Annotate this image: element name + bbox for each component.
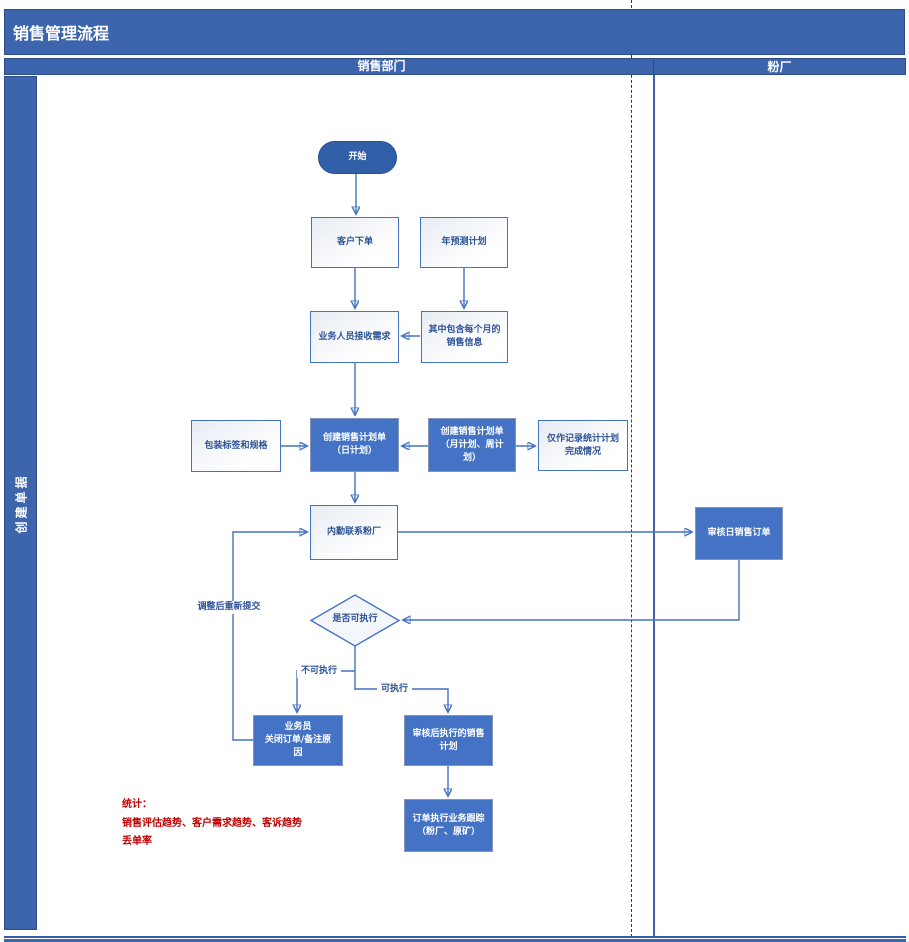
lane-header-factory: 粉厂 xyxy=(653,58,906,75)
node-record-only[interactable]: 仅作记录统计计划 完成情况 xyxy=(538,420,628,471)
lane-separator-line xyxy=(653,75,655,937)
page-title: 销售管理流程 xyxy=(4,9,905,55)
phase-band-create-documents: 创建单据 xyxy=(4,76,37,930)
node-annual-forecast[interactable]: 年预测计划 xyxy=(420,217,508,268)
bottom-strip xyxy=(4,939,906,942)
edge-label-not-executable: 不可执行 xyxy=(297,665,341,678)
node-close-order[interactable]: 业务员 关闭订单/备注原 因 xyxy=(253,715,343,766)
page-title-label: 销售管理流程 xyxy=(13,24,110,43)
phase-band-label: 创建单据 xyxy=(14,472,29,534)
lane-header-sales-label: 销售部门 xyxy=(357,59,406,73)
node-customer-order[interactable]: 客户下单 xyxy=(311,217,399,268)
statistics-note: 统计： 销售评估趋势、客户需求趋势、客诉趋势 丢单率 xyxy=(122,799,302,847)
edge-label-executable: 可执行 xyxy=(377,683,412,696)
lane-header-factory-label: 粉厂 xyxy=(767,60,792,74)
edge-label-resubmit: 调整后重新提交 xyxy=(190,601,268,614)
node-order-tracking[interactable]: 订单执行业务跟踪 （粉厂、原矿） xyxy=(404,799,493,852)
node-review-daily-order[interactable]: 审核日销售订单 xyxy=(695,507,783,560)
node-monthly-info[interactable]: 其中包含每个月的 销售信息 xyxy=(421,311,508,363)
node-packaging-spec[interactable]: 包装标签和规格 xyxy=(191,420,281,472)
node-receive-demand[interactable]: 业务人员接收需求 xyxy=(310,311,399,363)
connector-review-order-to-decision xyxy=(403,560,740,620)
node-start[interactable]: 开始 xyxy=(318,141,397,174)
node-executable-decision-label[interactable]: 是否可执行 xyxy=(332,614,378,624)
page-break-dashed-line xyxy=(631,0,632,942)
bottom-border-line xyxy=(4,936,906,938)
node-daily-plan[interactable]: 创建销售计划单 （日计划） xyxy=(310,418,399,472)
node-month-week-plan[interactable]: 创建销售计划单 （月计划、周计 划） xyxy=(428,418,516,472)
node-contact-factory[interactable]: 内勤联系粉厂 xyxy=(310,505,398,560)
lane-header-sales: 销售部门 xyxy=(4,58,654,75)
decision-diamond-shape[interactable] xyxy=(309,594,401,647)
node-approved-plan[interactable]: 审核后执行的销售 计划 xyxy=(404,715,493,766)
connector-close-order-resubmit-loop xyxy=(232,532,307,741)
